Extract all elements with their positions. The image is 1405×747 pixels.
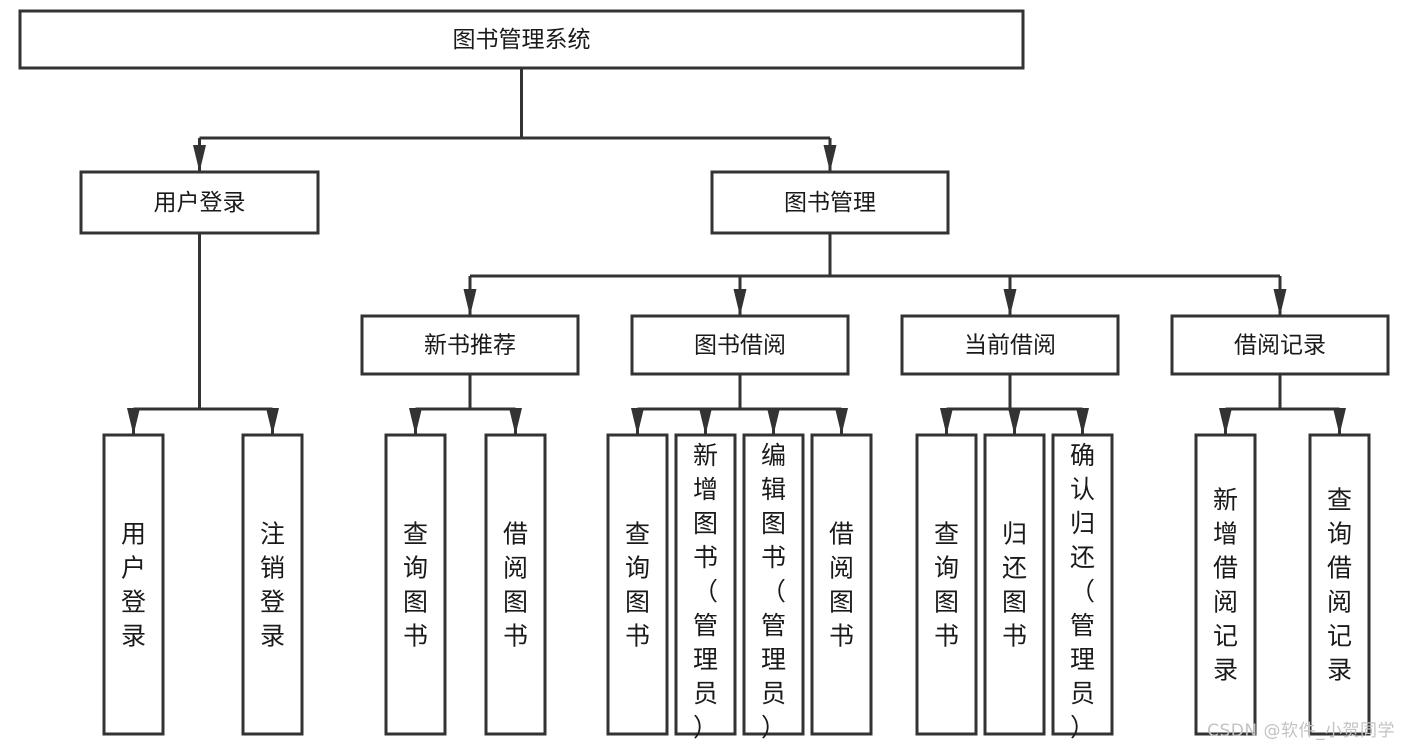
node-label-leaf-user-login: 用户登录	[121, 520, 146, 651]
node-box-leaf-borrow-book-bm[interactable]	[810, 433, 873, 736]
node-leaf-query-book-cb[interactable]: 查询图书	[915, 433, 978, 736]
node-box-leaf-query-book-bm[interactable]	[606, 433, 669, 736]
node-box-leaf-add-record[interactable]	[1194, 433, 1257, 736]
arrow-head	[699, 408, 712, 435]
node-label-leaf-query-book-cb: 查询图书	[934, 520, 959, 651]
node-leaf-confirm-return[interactable]: 确认归还（管理员）	[1051, 433, 1114, 742]
node-box-leaf-query-book-cb[interactable]	[915, 433, 978, 736]
arrow-head	[767, 408, 780, 435]
node-label-user-login: 用户登录	[154, 190, 246, 216]
node-box-leaf-query-record[interactable]	[1308, 433, 1371, 736]
node-boxes-layer: 图书管理系统用户登录图书管理新书推荐图书借阅当前借阅借阅记录用户登录注销登录查询…	[18, 9, 1390, 742]
node-leaf-borrow-book-bm[interactable]: 借阅图书	[810, 433, 873, 736]
node-leaf-borrow-book-rec[interactable]: 借阅图书	[484, 433, 547, 736]
node-box-leaf-query-book-rec[interactable]	[384, 433, 447, 736]
node-leaf-logout[interactable]: 注销登录	[241, 433, 304, 736]
node-label-leaf-return-book: 归还图书	[1002, 520, 1027, 651]
node-label-leaf-confirm-return: 确认归还（管理员）	[1070, 441, 1095, 742]
node-label-leaf-query-record: 查询借阅记录	[1327, 486, 1352, 685]
node-current-borrow[interactable]: 当前借阅	[900, 314, 1120, 376]
node-box-new-book-recommend[interactable]	[360, 314, 580, 376]
node-label-leaf-add-book: 新增图书（管理员）	[693, 441, 718, 742]
node-root[interactable]: 图书管理系统	[18, 9, 1025, 70]
node-box-leaf-confirm-return[interactable]	[1051, 433, 1114, 736]
arrow-head	[127, 408, 140, 435]
node-box-borrow-record[interactable]	[1170, 314, 1390, 376]
node-label-leaf-logout: 注销登录	[260, 520, 285, 651]
csdn-watermark: CSDN @软件_小贺同学	[1207, 721, 1395, 741]
node-box-leaf-user-login[interactable]	[102, 433, 165, 736]
arrow-head	[1003, 289, 1017, 316]
node-box-current-borrow[interactable]	[900, 314, 1120, 376]
arrow-head	[409, 408, 422, 435]
node-user-login[interactable]: 用户登录	[79, 170, 320, 235]
arrow-head	[463, 289, 477, 316]
node-label-book-manage: 图书管理	[784, 190, 876, 216]
node-label-leaf-query-book-bm: 查询图书	[625, 520, 650, 651]
arrow-head	[1333, 408, 1346, 435]
node-book-borrow[interactable]: 图书借阅	[630, 314, 850, 376]
arrow-head	[631, 408, 644, 435]
node-box-leaf-edit-book[interactable]	[742, 433, 805, 736]
node-label-leaf-add-record: 新增借阅记录	[1213, 486, 1238, 685]
node-box-root[interactable]	[18, 9, 1025, 70]
arrow-head	[733, 289, 747, 316]
node-label-leaf-borrow-book-rec: 借阅图书	[503, 520, 528, 651]
node-box-leaf-return-book[interactable]	[983, 433, 1046, 736]
arrow-head	[823, 145, 837, 172]
node-label-book-borrow: 图书借阅	[694, 333, 786, 359]
node-leaf-query-book-bm[interactable]: 查询图书	[606, 433, 669, 736]
arrow-head	[1273, 289, 1287, 316]
node-borrow-record[interactable]: 借阅记录	[1170, 314, 1390, 376]
node-leaf-add-record[interactable]: 新增借阅记录	[1194, 433, 1257, 736]
node-label-root: 图书管理系统	[453, 27, 591, 53]
node-label-borrow-record: 借阅记录	[1234, 333, 1326, 359]
node-label-leaf-borrow-book-bm: 借阅图书	[829, 520, 854, 651]
node-box-leaf-logout[interactable]	[241, 433, 304, 736]
node-new-book-recommend[interactable]: 新书推荐	[360, 314, 580, 376]
node-box-book-borrow[interactable]	[630, 314, 850, 376]
arrow-head	[940, 408, 953, 435]
node-label-current-borrow: 当前借阅	[964, 333, 1056, 359]
node-leaf-user-login[interactable]: 用户登录	[102, 433, 165, 736]
node-label-leaf-edit-book: 编辑图书（管理员）	[761, 441, 786, 742]
arrow-head	[1076, 408, 1089, 435]
node-box-user-login[interactable]	[79, 170, 320, 235]
node-label-new-book-recommend: 新书推荐	[424, 333, 516, 359]
node-label-leaf-query-book-rec: 查询图书	[403, 520, 428, 651]
node-box-leaf-add-book[interactable]	[674, 433, 737, 736]
arrow-head	[1219, 408, 1232, 435]
node-leaf-query-book-rec[interactable]: 查询图书	[384, 433, 447, 736]
node-box-book-manage[interactable]	[710, 170, 950, 235]
node-leaf-add-book[interactable]: 新增图书（管理员）	[674, 433, 737, 742]
node-leaf-query-record[interactable]: 查询借阅记录	[1308, 433, 1371, 736]
node-book-manage[interactable]: 图书管理	[710, 170, 950, 235]
node-box-leaf-borrow-book-rec[interactable]	[484, 433, 547, 736]
arrow-head	[835, 408, 848, 435]
node-leaf-edit-book[interactable]: 编辑图书（管理员）	[742, 433, 805, 742]
arrow-head	[266, 408, 279, 435]
arrow-head	[509, 408, 522, 435]
arrow-head	[1008, 408, 1021, 435]
node-leaf-return-book[interactable]: 归还图书	[983, 433, 1046, 736]
arrow-head	[193, 145, 206, 172]
connector-lines-layer	[127, 68, 1346, 435]
